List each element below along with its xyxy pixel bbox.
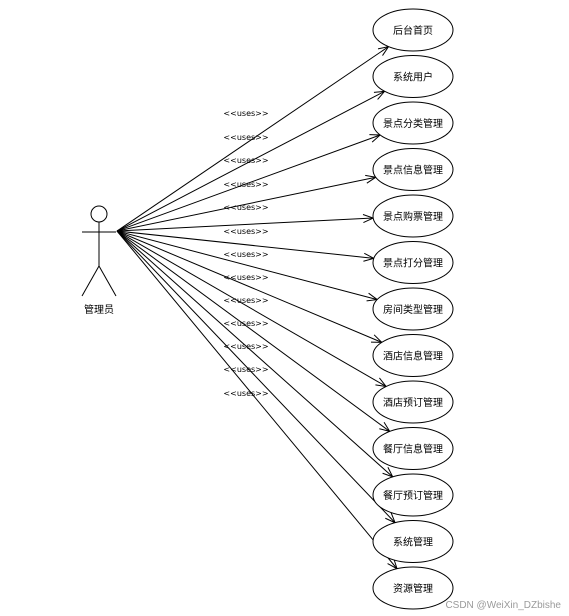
use-case-ellipse (372, 148, 454, 191)
use-case-label: 景点信息管理 (383, 164, 443, 177)
uses-label: <<uses>> (223, 296, 268, 305)
uses-label: <<uses>> (223, 227, 268, 236)
uses-label: <<uses>> (223, 156, 268, 165)
association-line (116, 230, 394, 478)
use-case-label: 资源管理 (393, 582, 433, 595)
association-line (116, 230, 398, 570)
use-case-label: 后台首页 (393, 24, 433, 37)
uses-label: <<uses>> (223, 365, 268, 374)
use-case-label: 餐厅信息管理 (383, 443, 443, 456)
uses-label: <<uses>> (223, 342, 268, 351)
association-line (116, 176, 376, 232)
use-case-ellipse (372, 566, 454, 610)
use-case-ellipse (372, 380, 454, 424)
use-case-label: 酒店信息管理 (383, 350, 443, 363)
actor-figure (81, 205, 117, 297)
uses-labels: <<uses>> <<uses>> <<uses>> <<uses>> <<uses>>… (223, 109, 268, 398)
use-case-label: 餐厅预订管理 (383, 489, 443, 502)
association-line (116, 230, 391, 432)
association-line (116, 230, 374, 259)
association-arrowhead (373, 90, 386, 100)
use-case-label: 景点购票管理 (383, 210, 443, 223)
actor-head (90, 205, 108, 223)
watermark: CSDN @WeiXin_DZbishe (445, 600, 561, 611)
actor-left-leg (81, 265, 100, 297)
use-case-label: 景点分类管理 (383, 117, 443, 130)
use-case-label: 系统管理 (393, 536, 433, 549)
use-case-ellipse (372, 520, 454, 563)
uses-label: <<uses>> (223, 133, 268, 142)
use-case-ellipse (372, 101, 454, 145)
uses-label: <<uses>> (223, 109, 268, 118)
association-line (116, 134, 381, 232)
uses-label: <<uses>> (223, 180, 268, 189)
use-case-ellipse (372, 241, 454, 284)
association-lines (116, 45, 398, 570)
association-line (116, 230, 396, 524)
use-case-ellipse (372, 8, 454, 52)
use-case-label: 系统用户 (393, 71, 433, 84)
use-case-ellipse (372, 427, 454, 470)
use-case-label: 酒店预订管理 (383, 396, 443, 409)
use-case-ellipse (372, 473, 454, 517)
uses-label: <<uses>> (223, 389, 268, 398)
use-case-ellipse (372, 194, 454, 238)
association-line (116, 46, 389, 232)
use-case-ellipse (372, 334, 454, 377)
use-case-ellipse (372, 55, 454, 98)
uses-label: <<uses>> (223, 319, 268, 328)
actor-right-leg (98, 265, 117, 297)
uses-label: <<uses>> (223, 250, 268, 259)
association-line (116, 230, 382, 343)
association-arrowhead (375, 377, 388, 388)
association-line (116, 230, 378, 301)
use-case-ellipses: 后台首页系统用户景点分类管理景点信息管理景点购票管理景点打分管理房间类型管理酒店… (372, 8, 454, 610)
use-case-label: 景点打分管理 (383, 257, 443, 270)
use-case-label: 房间类型管理 (383, 303, 443, 316)
uses-label: <<uses>> (223, 273, 268, 282)
association-line (116, 230, 387, 387)
uses-label: <<uses>> (223, 203, 268, 212)
actor-label: 管理员 (84, 305, 114, 316)
use-case-ellipse (372, 287, 454, 331)
association-line (116, 90, 385, 232)
association-line (116, 217, 374, 232)
